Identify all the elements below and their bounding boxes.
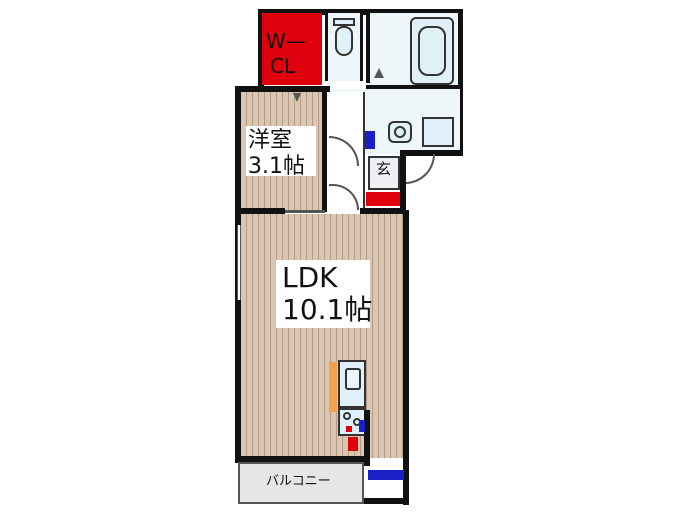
kitchen-sink-area	[338, 360, 366, 408]
ldk-top-wall-left	[235, 208, 285, 214]
kitchen-red-marker	[346, 426, 352, 432]
western-door-arrow	[293, 93, 301, 102]
entry-door-arc	[403, 154, 435, 184]
kitchen-blue-marker	[359, 420, 365, 432]
western-room-label: 洋室	[248, 128, 293, 153]
bottom-right-wall	[364, 498, 409, 504]
ldk-top-wall-right	[360, 208, 406, 214]
kitchen-counter-edge	[329, 362, 337, 412]
ldk-bottom-wall	[235, 456, 370, 462]
balcony-label: バルコニー	[266, 474, 331, 489]
bath-lower-wall	[366, 85, 461, 89]
bath-wall	[366, 13, 370, 83]
ldk-wall-left	[235, 208, 241, 463]
genkan	[368, 156, 400, 190]
ldk-wall-right	[403, 210, 409, 505]
ldk-size: 10.1帖	[282, 293, 373, 326]
toilet-bowl	[335, 26, 353, 56]
entry-right-wall	[400, 152, 406, 210]
washing-machine	[422, 117, 454, 147]
wall-wcl-left	[258, 9, 264, 89]
western-wall-top	[235, 86, 330, 92]
wash-blue-marker	[365, 131, 375, 149]
kitchen-red-marker-2	[348, 437, 358, 451]
stove-burner-1	[343, 412, 351, 420]
genkan-red-marker	[366, 192, 402, 206]
bath-door-marker	[374, 68, 384, 78]
balcony	[238, 462, 364, 504]
ldk-label: LDK	[282, 261, 338, 294]
western-wall-left	[235, 86, 241, 216]
kitchen-sink	[345, 368, 361, 390]
ldk-floor	[241, 214, 405, 458]
wall-top	[258, 9, 463, 15]
western-room-size: 3.1帖	[248, 154, 305, 179]
wash-bottom-wall	[400, 150, 463, 156]
wcl-label-line2: CL	[270, 54, 296, 78]
toilet-tank	[333, 18, 355, 26]
bottom-blue-marker	[368, 470, 404, 480]
ldk-label-bg	[276, 260, 370, 328]
wash-basin-inner	[394, 126, 406, 138]
wcl-label-line1: W—	[266, 29, 306, 53]
kitchen-wall	[364, 410, 370, 466]
bathtub	[410, 17, 454, 85]
wall-right-upper	[457, 9, 463, 154]
bathtub-inner	[418, 26, 446, 76]
western-label-bg	[246, 126, 316, 176]
western-wall-right	[322, 92, 327, 212]
ldk-top-sliding	[285, 210, 325, 213]
genkan-label: 玄	[376, 160, 392, 178]
wcl-closet	[262, 13, 322, 85]
ldk-window-left	[237, 225, 241, 300]
